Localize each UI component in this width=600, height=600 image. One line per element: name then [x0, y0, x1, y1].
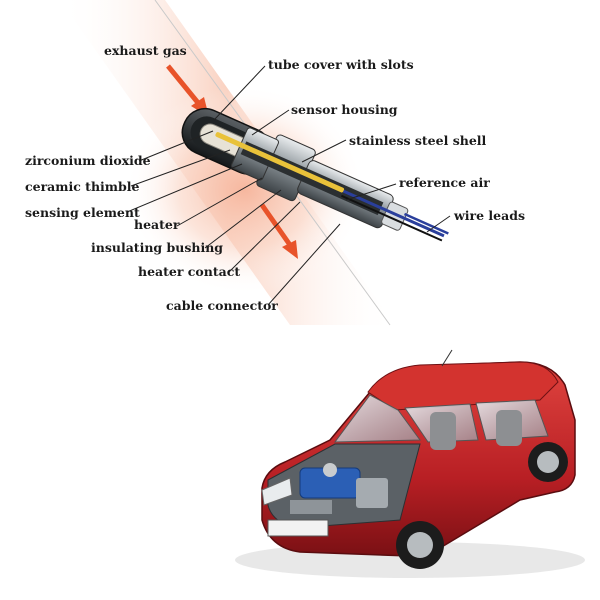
label-cable-connector: cable connector [166, 298, 278, 313]
label-tube-cover: tube cover with slots [268, 57, 414, 72]
label-exhaust-gas: exhaust gas [104, 43, 187, 58]
label-sensor-housing: sensor housing [291, 102, 398, 117]
leader-lines [126, 65, 451, 306]
label-sensing-element: sensing element [25, 205, 140, 220]
label-insulating-bushing: insulating bushing [91, 240, 224, 255]
label-stainless-steel-shell: stainless steel shell [349, 133, 487, 148]
label-reference-air: reference air [399, 175, 490, 190]
label-ceramic-thimble: ceramic thimble [25, 179, 140, 194]
label-zirconium-dioxide: zirconium dioxide [25, 153, 151, 168]
car-cutaway [235, 349, 585, 578]
license-plate [267, 519, 329, 537]
oxygen-sensor [181, 107, 449, 242]
label-heater: heater [134, 217, 180, 232]
label-heater-contact: heater contact [138, 264, 241, 279]
label-wire-leads: wire leads [454, 208, 525, 223]
